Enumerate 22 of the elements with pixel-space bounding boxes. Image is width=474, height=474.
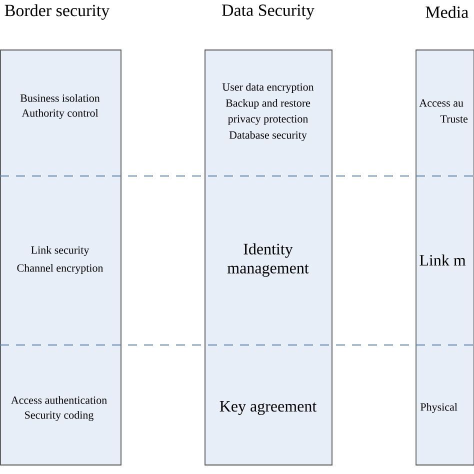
column-box [0, 50, 122, 466]
column-box [416, 50, 474, 466]
item-label: Link m [420, 254, 466, 266]
item-label: Truste [440, 115, 468, 123]
item-label: Authority control [22, 109, 98, 119]
item-label: Key agreement [220, 401, 317, 415]
item-label: Business isolation [20, 94, 100, 102]
item-label: Channel encryption [17, 264, 104, 274]
item-label: Link security [31, 246, 90, 256]
column-heading: Data Security [222, 4, 314, 20]
item-label: Backup and restore [226, 99, 310, 109]
column-heading: Media [426, 6, 468, 18]
item-label: Security coding [25, 411, 94, 421]
item-label: Access authentication [11, 396, 107, 404]
item-label: privacy protection [228, 115, 308, 125]
column-heading: Border security [4, 4, 110, 20]
item-label: User data encryption [222, 83, 314, 93]
item-label: Database security [229, 131, 307, 141]
column-box [204, 50, 332, 466]
item-label: Identity management [227, 243, 309, 277]
item-label: Access au [419, 99, 464, 107]
item-label: Physical [420, 403, 458, 413]
